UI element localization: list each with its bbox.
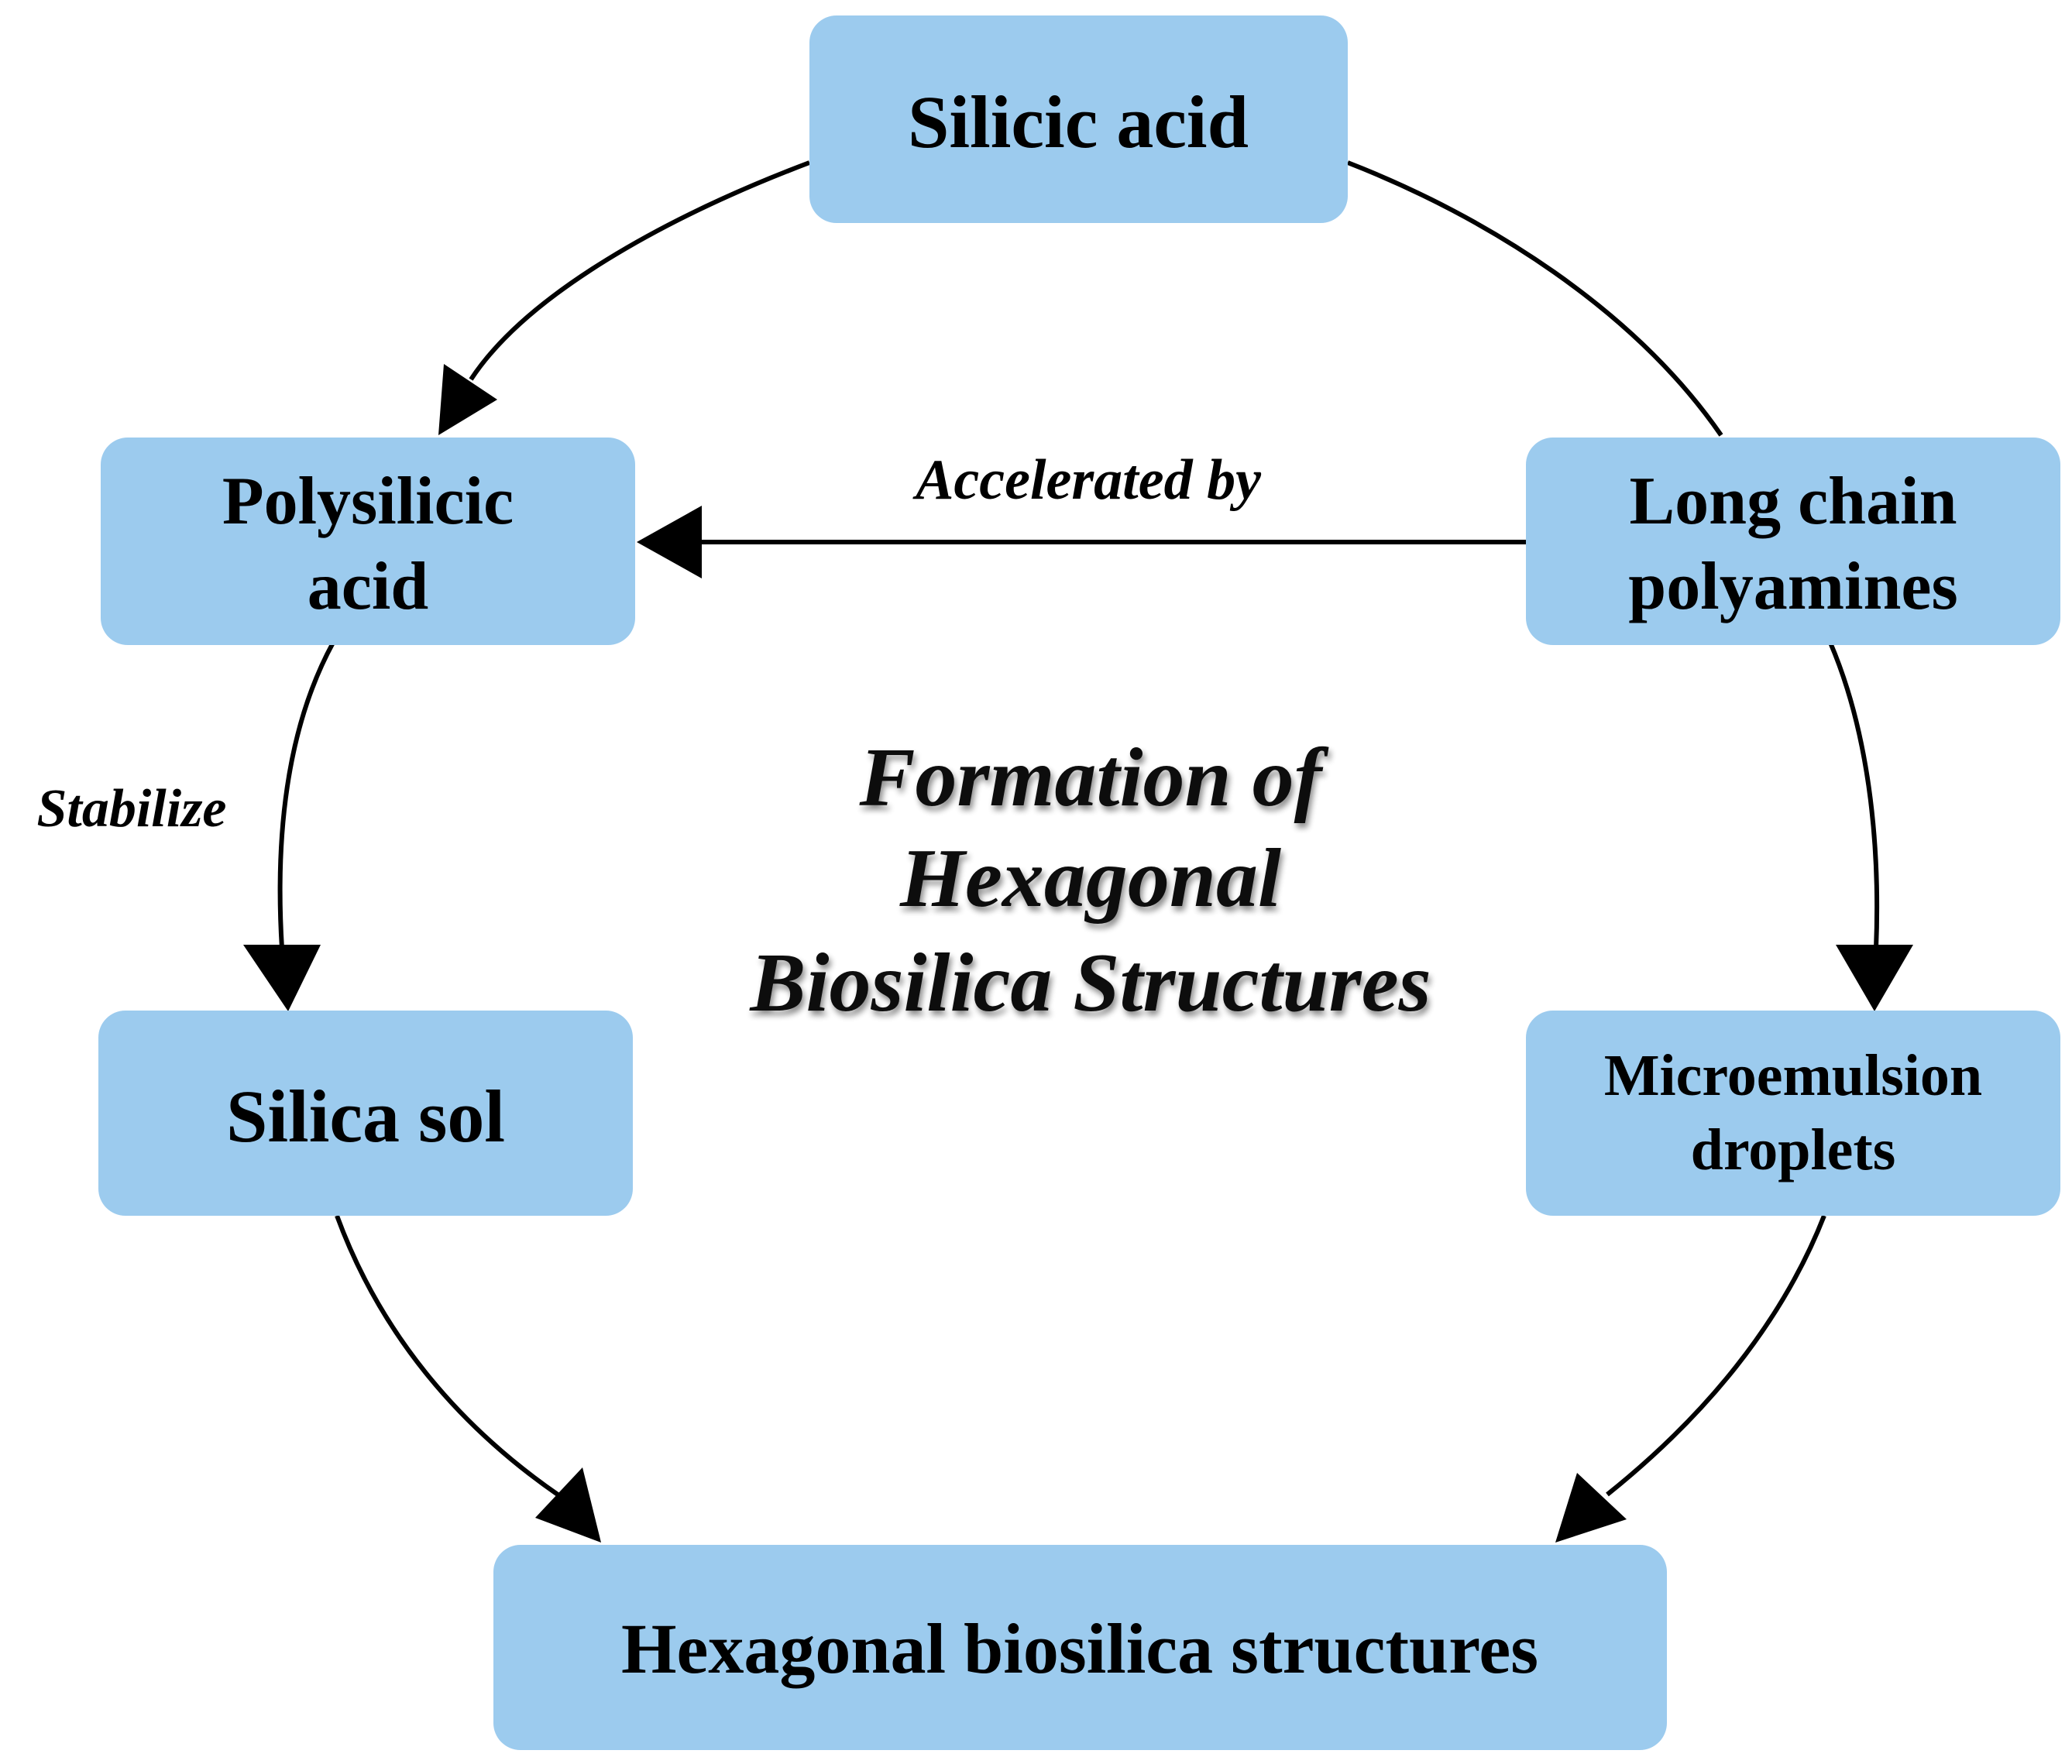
arrowhead-silica-sol-icon — [243, 945, 321, 1011]
node-box — [1526, 438, 2060, 645]
arrowhead-microemulsion-icon — [1836, 945, 1913, 1011]
arrowhead-hexagonal-left-icon — [535, 1467, 601, 1543]
edge-label-accelerated-by: Accelerated by — [912, 448, 1262, 512]
node-polysilicic-acid: Polysilicic acid — [101, 438, 635, 645]
arrowhead-accelerated-icon — [637, 506, 702, 578]
node-box — [101, 438, 635, 645]
arrow-polysilicic-to-silica-sol — [277, 641, 335, 949]
arrow-microemulsion-to-hexagonal — [1606, 1214, 1826, 1497]
node-hexagonal-biosilica: Hexagonal biosilica structures — [493, 1545, 1667, 1750]
node-label-line2: acid — [308, 549, 428, 624]
arrowhead-hexagonal-right-icon — [1555, 1473, 1627, 1543]
node-label: Silica sol — [226, 1075, 505, 1158]
node-box — [98, 1011, 633, 1216]
node-label-line1: Microemulsion — [1604, 1043, 1982, 1108]
node-long-chain-polyamines: Long chain polyamines — [1526, 438, 2060, 645]
diagram-title: Formation of Hexagonal Biosilica Structu… — [749, 732, 1431, 1029]
node-label-line1: Polysilicic — [222, 464, 514, 539]
title-line3: Biosilica Structures — [749, 937, 1431, 1029]
node-label: Silicic acid — [908, 81, 1249, 163]
node-label-line2: polyamines — [1628, 549, 1957, 624]
arrowhead-polysilicic-icon — [438, 364, 497, 435]
title-line1: Formation of — [858, 732, 1328, 824]
title-line2: Hexagonal — [899, 832, 1281, 925]
node-silicic-acid: Silicic acid — [809, 15, 1348, 223]
node-box — [1526, 1011, 2060, 1216]
arrow-polyamines-to-microemulsion — [1828, 641, 1880, 949]
node-label: Hexagonal biosilica structures — [621, 1609, 1538, 1688]
arrow-silica-sol-to-hexagonal — [335, 1214, 559, 1497]
arrowheads — [243, 364, 1913, 1543]
arrow-silicic-to-polysilicic — [469, 160, 811, 381]
line-silicic-to-polyamines — [1346, 160, 1723, 437]
node-silica-sol: Silica sol — [98, 1011, 633, 1216]
edge-label-stabilize: Stabilize — [36, 779, 226, 839]
node-box — [493, 1545, 1667, 1750]
connectors — [277, 160, 1880, 1497]
node-label-line2: droplets — [1691, 1117, 1896, 1182]
node-microemulsion-droplets: Microemulsion droplets — [1526, 1011, 2060, 1216]
node-label-line1: Long chain — [1629, 464, 1957, 539]
node-box — [809, 15, 1348, 223]
